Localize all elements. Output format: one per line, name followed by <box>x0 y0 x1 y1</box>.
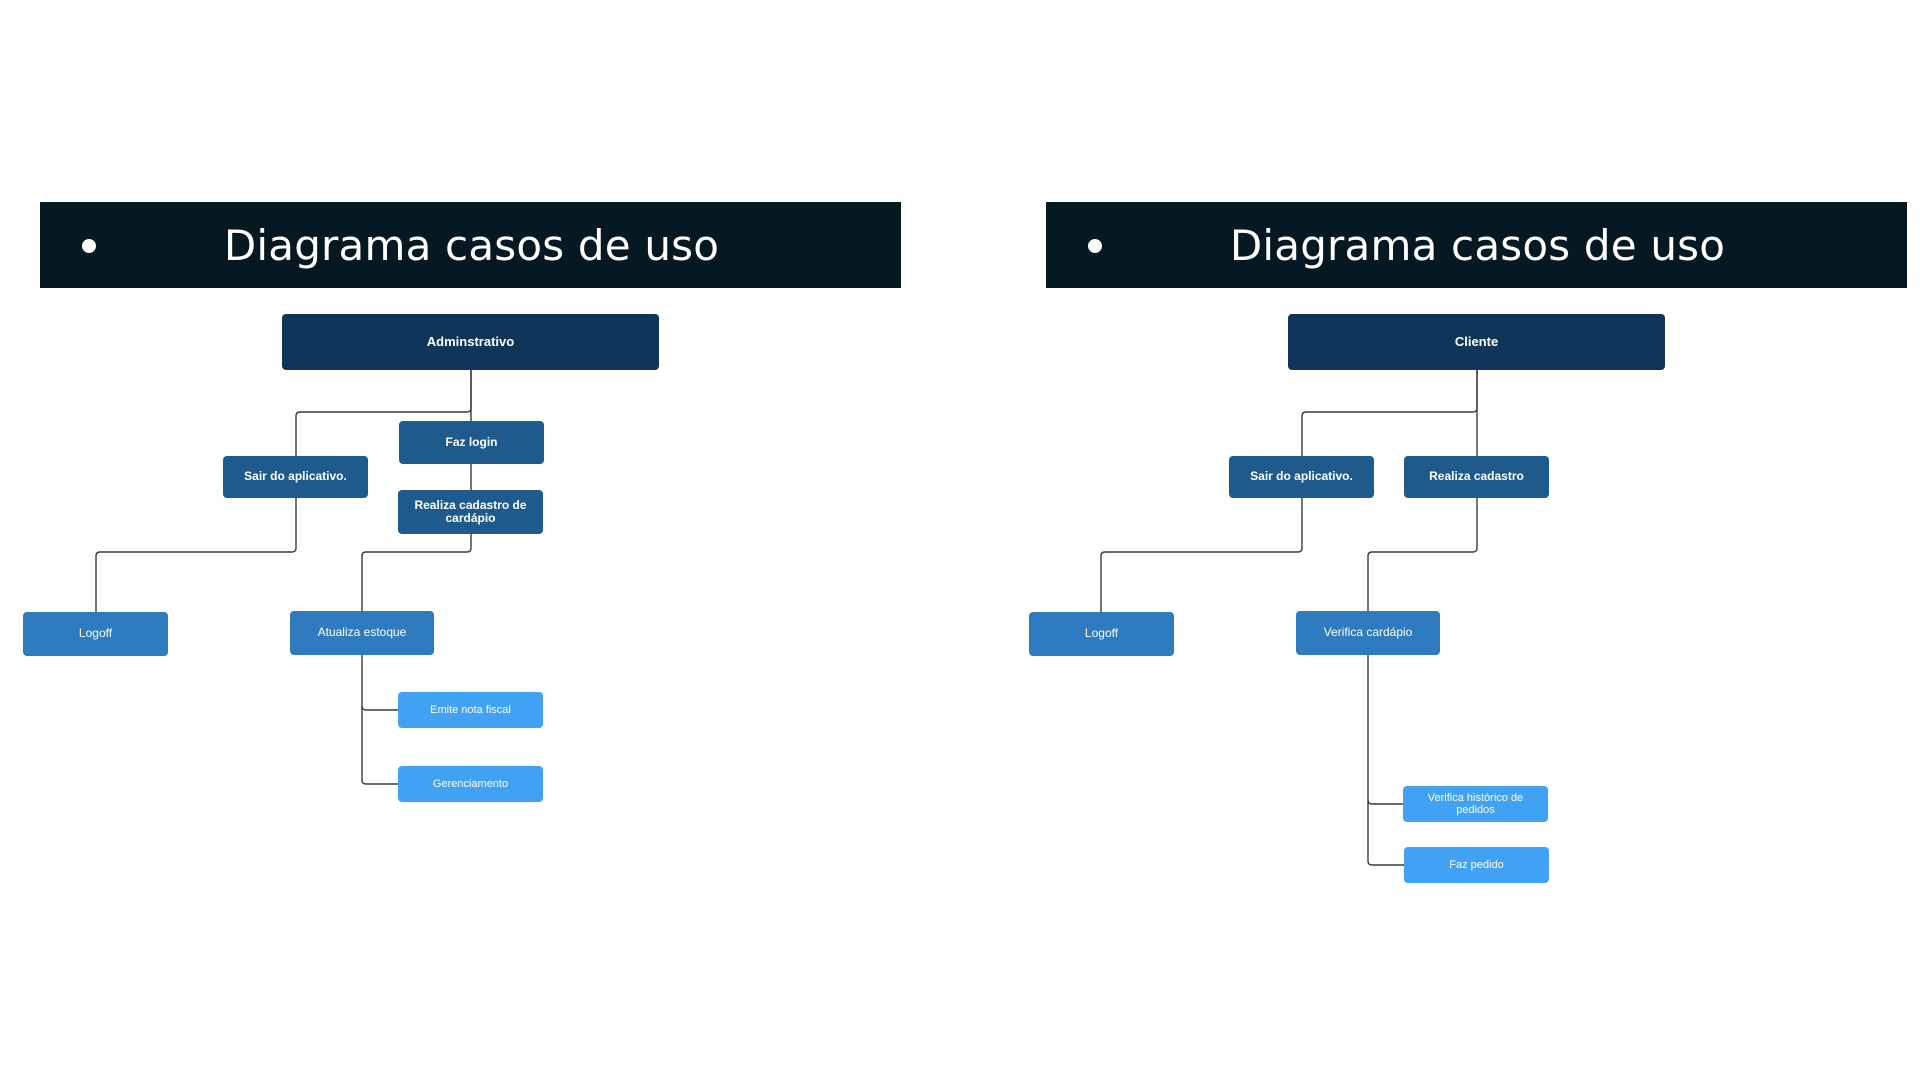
connector-sair-to-logoff-left <box>95 498 297 612</box>
connector-sair-to-logoff-right <box>1100 498 1303 612</box>
connector-cardapio-to-pedido <box>1367 800 1404 866</box>
header-title-left: Diagrama casos de uso <box>223 220 720 270</box>
connector-cadastro-to-cardapio <box>1367 498 1478 611</box>
node-logoff-left[interactable]: Logoff <box>23 612 168 656</box>
header-bar-left: Diagrama casos de uso <box>40 202 901 288</box>
header-bar-right: Diagrama casos de uso <box>1046 202 1907 288</box>
node-emite-nota-fiscal[interactable]: Emite nota fiscal <box>398 692 543 728</box>
bullet-icon <box>1088 239 1102 253</box>
node-verifica-historico-pedidos[interactable]: Verifica histórico de pedidos <box>1403 786 1548 822</box>
bullet-icon <box>82 239 96 253</box>
connector-root-to-sair-right <box>1301 370 1478 456</box>
node-verifica-cardapio[interactable]: Verifica cardápio <box>1296 611 1440 655</box>
node-cliente[interactable]: Cliente <box>1288 314 1665 370</box>
node-realiza-cadastro[interactable]: Realiza cadastro <box>1404 456 1549 498</box>
connector-cadastro-to-estoque <box>361 534 472 611</box>
node-sair-aplicativo-right[interactable]: Sair do aplicativo. <box>1229 456 1374 498</box>
node-faz-login[interactable]: Faz login <box>399 421 544 464</box>
node-faz-pedido[interactable]: Faz pedido <box>1404 847 1549 883</box>
node-gerenciamento[interactable]: Gerenciamento <box>398 766 543 802</box>
node-adminstrativo[interactable]: Adminstrativo <box>282 314 659 370</box>
connector-cardapio-to-historico <box>1367 655 1403 805</box>
connector-estoque-to-nota <box>361 655 398 711</box>
node-sair-aplicativo-left[interactable]: Sair do aplicativo. <box>223 456 368 498</box>
node-logoff-right[interactable]: Logoff <box>1029 612 1174 656</box>
connector-estoque-to-gerenciamento <box>361 706 398 785</box>
node-realiza-cadastro-cardapio[interactable]: Realiza cadastro de cardápio <box>398 490 543 534</box>
node-atualiza-estoque[interactable]: Atualiza estoque <box>290 611 434 655</box>
header-title-right: Diagrama casos de uso <box>1229 220 1726 270</box>
